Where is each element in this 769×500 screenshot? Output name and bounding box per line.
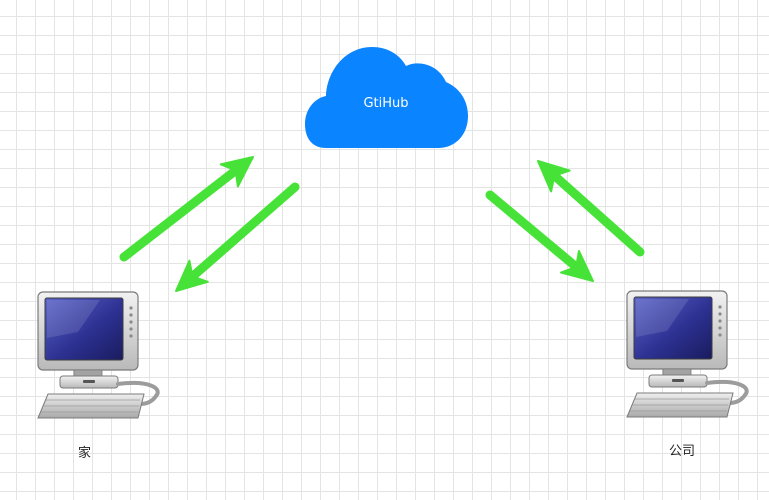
desktop-computer-icon (36, 290, 160, 420)
arrow-home-to-cloud (119, 156, 254, 262)
arrow-shaft (191, 182, 300, 279)
arrow-head (219, 156, 254, 188)
arrow-cloud-to-home (175, 182, 300, 292)
cloud-label: GtiHub (363, 96, 409, 111)
home-computer (36, 290, 160, 420)
arrow-shaft (119, 168, 237, 262)
arrow-head (537, 160, 571, 193)
office-label: 公司 (669, 444, 696, 459)
home-label: 家 (78, 446, 92, 461)
cloud-node (305, 47, 468, 148)
desktop-computer-icon (625, 289, 749, 419)
arrow-shaft (552, 173, 645, 257)
arrow-head (175, 259, 209, 292)
arrow-cloud-to-office (485, 190, 594, 282)
connection-arrows (119, 156, 645, 292)
arrow-shaft (485, 190, 578, 269)
arrow-head (559, 250, 594, 282)
office-computer (625, 289, 749, 419)
cloud-icon (305, 47, 468, 148)
arrow-office-to-cloud (537, 160, 645, 257)
